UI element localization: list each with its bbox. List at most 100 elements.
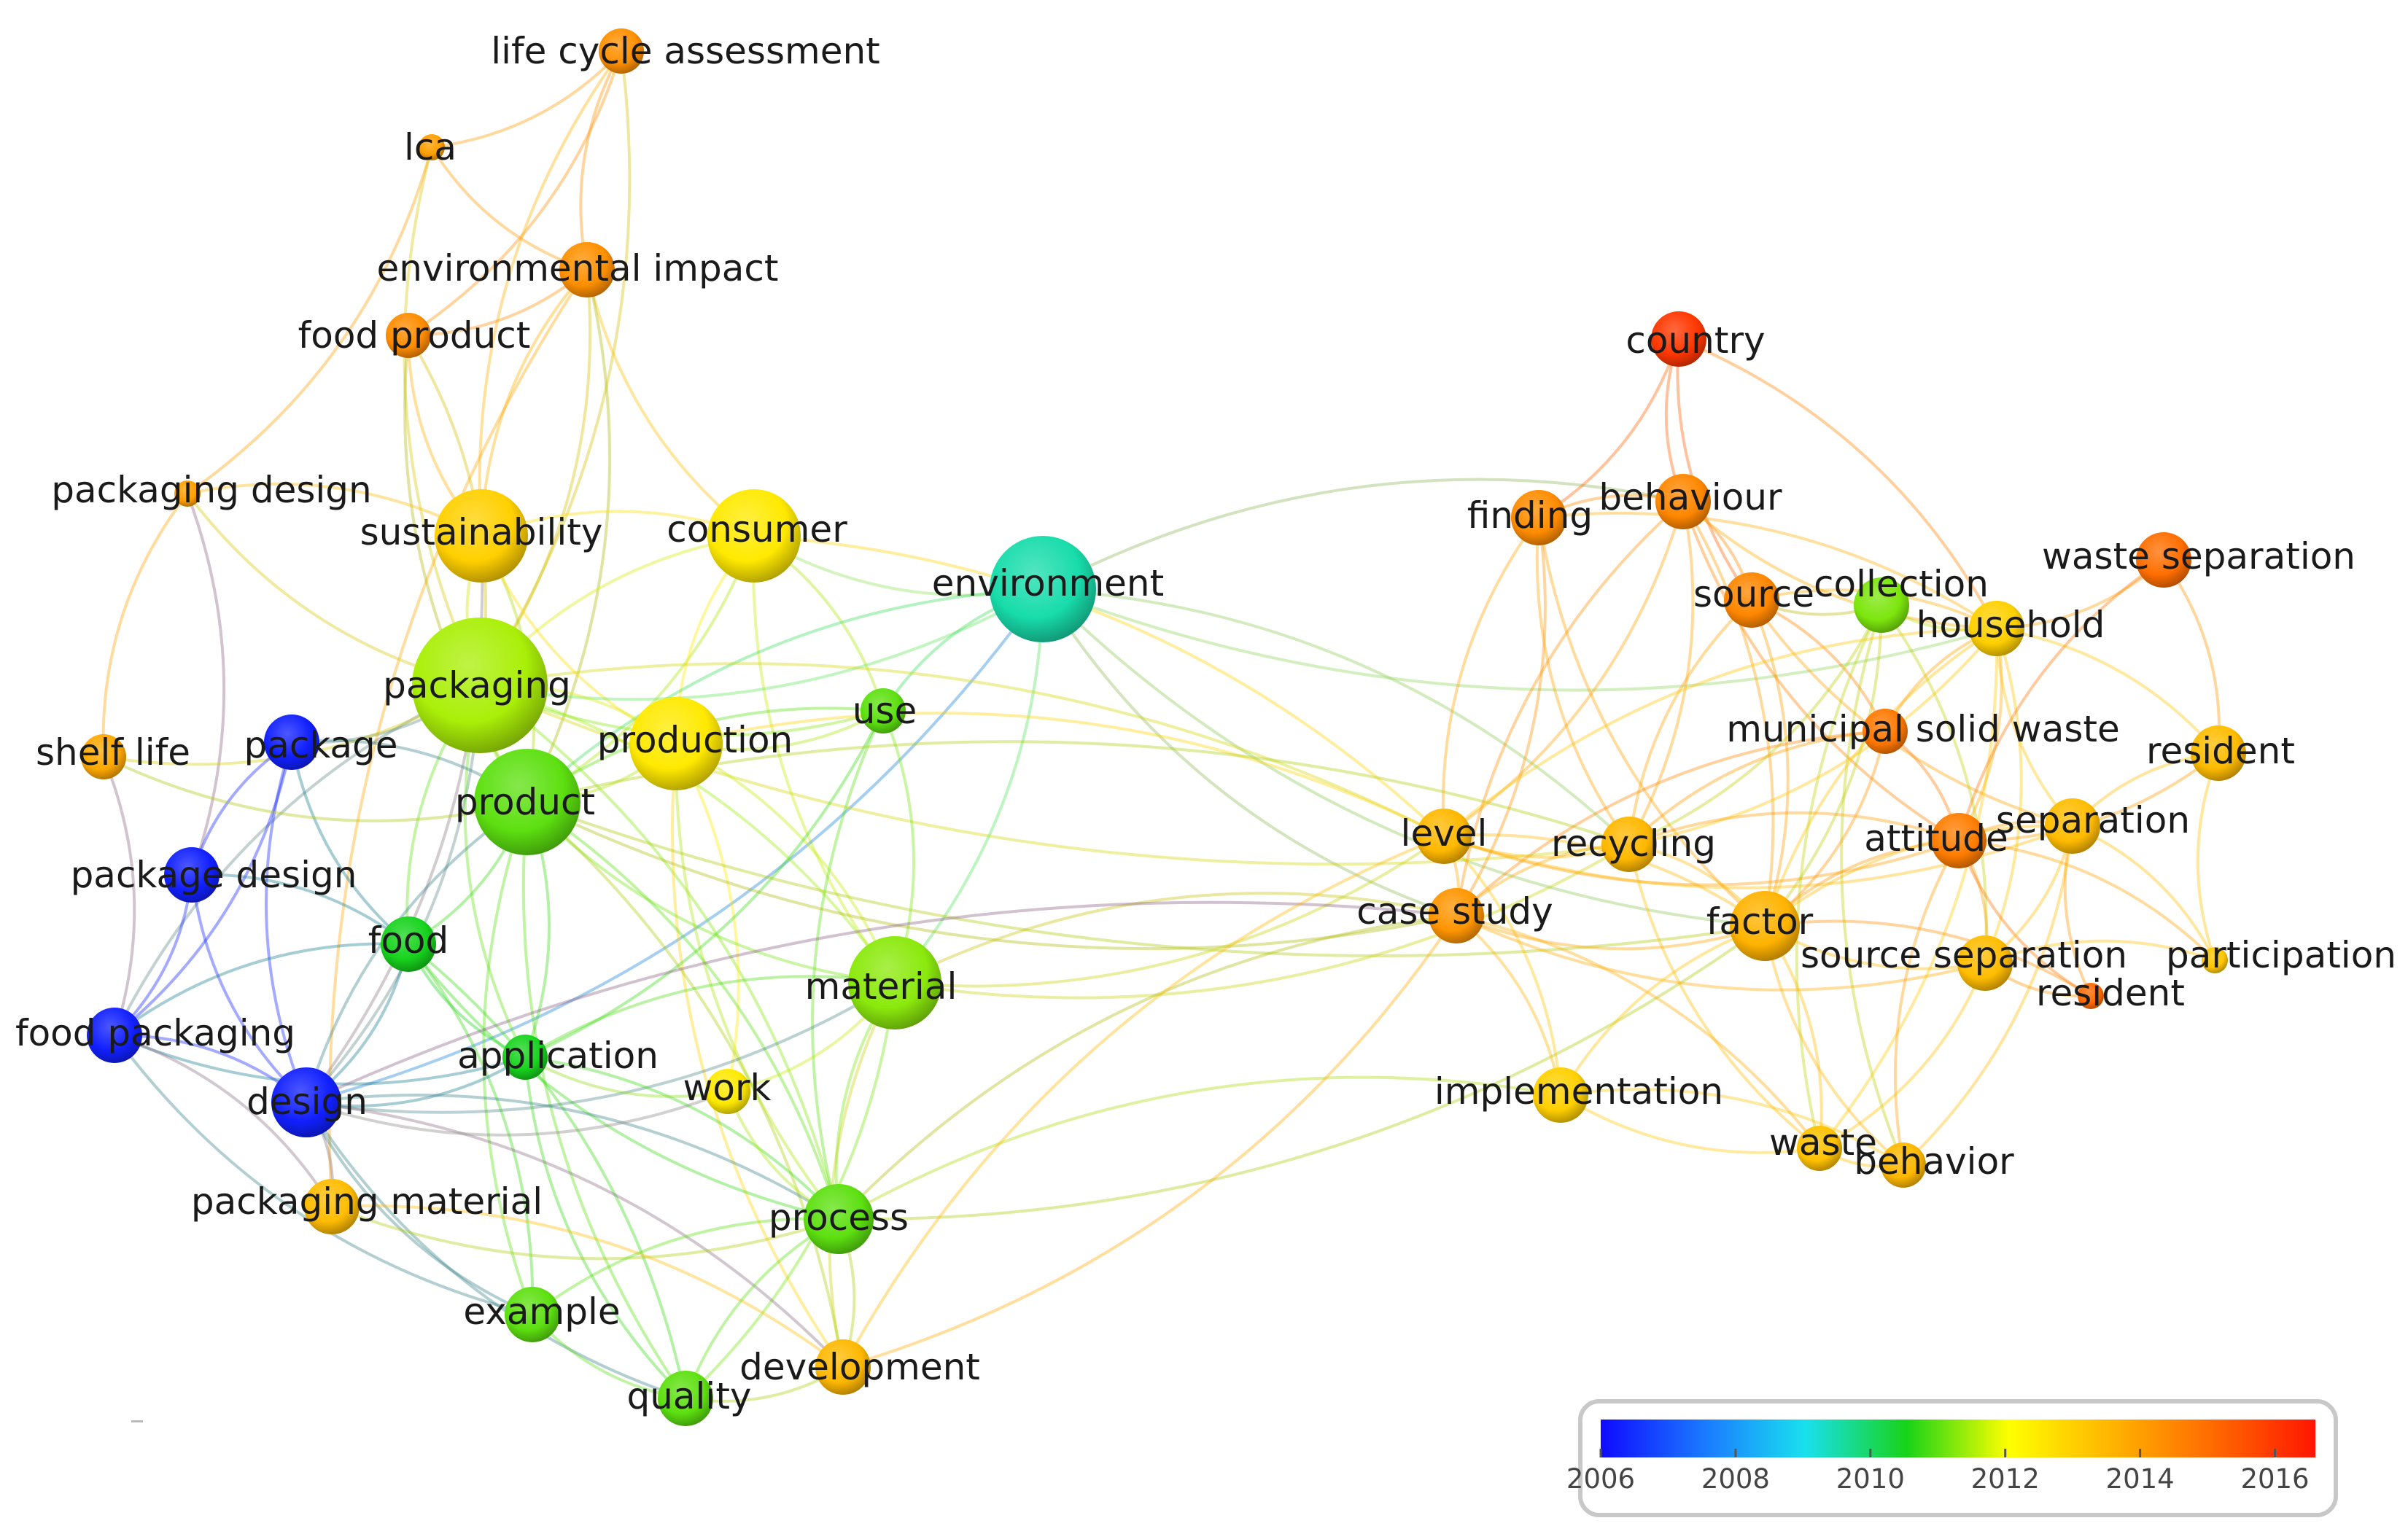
legend-tick-label-2012: 2012 xyxy=(1971,1463,2040,1495)
node-example[interactable] xyxy=(505,1287,560,1342)
link-process-example xyxy=(531,1217,839,1316)
link-household-separation xyxy=(1995,628,2074,828)
node-label-environment: environment xyxy=(932,562,1164,604)
link-design-process xyxy=(306,1094,840,1220)
link-packaging-design-package-design xyxy=(186,493,226,876)
link-package-design xyxy=(264,741,308,1103)
node-production[interactable] xyxy=(629,697,723,790)
node-quality[interactable] xyxy=(658,1371,713,1426)
link-country-household xyxy=(1678,338,1998,629)
link-shelf-life-food-packaging xyxy=(102,756,136,1036)
node-food[interactable] xyxy=(381,916,436,972)
link-material-design xyxy=(306,981,896,1114)
node-collection[interactable] xyxy=(1854,577,1909,633)
node-label-package-design: package design xyxy=(71,854,357,896)
node-resident-1[interactable] xyxy=(2191,725,2246,781)
node-work[interactable] xyxy=(705,1069,750,1114)
link-development-case-study xyxy=(842,914,1458,1368)
node-factor[interactable] xyxy=(1730,891,1800,961)
link-recycling-waste xyxy=(1628,844,1821,1150)
node-product[interactable] xyxy=(474,749,580,855)
node-use[interactable] xyxy=(861,688,906,733)
node-environment[interactable] xyxy=(990,536,1096,642)
link-process-factor xyxy=(838,924,1766,1221)
link-packaging-material-development xyxy=(331,1204,844,1368)
node-resident-2[interactable] xyxy=(2078,983,2104,1009)
node-waste[interactable] xyxy=(1797,1126,1842,1171)
node-municipal-solid-waste[interactable] xyxy=(1863,709,1908,754)
node-label-consumer: consumer xyxy=(667,508,847,550)
node-packaging-material[interactable] xyxy=(304,1179,360,1234)
node-packaging[interactable] xyxy=(412,618,548,753)
node-case-study[interactable] xyxy=(1429,888,1484,943)
link-implementation-behavior xyxy=(1560,1088,1905,1167)
node-development[interactable] xyxy=(815,1339,871,1395)
node-source-separation[interactable] xyxy=(1957,935,2013,991)
link-household-source-separation xyxy=(1984,628,2023,964)
node-process[interactable] xyxy=(804,1184,874,1254)
node-finding[interactable] xyxy=(1511,490,1566,545)
node-food-product[interactable] xyxy=(386,313,431,358)
link-attitude-participation xyxy=(1958,839,2216,962)
node-package[interactable] xyxy=(264,715,319,770)
node-application[interactable] xyxy=(502,1035,548,1080)
node-country[interactable] xyxy=(1651,311,1706,367)
link-waste-separation-attitude xyxy=(1957,558,2165,841)
link-collection-waste xyxy=(1795,604,1883,1149)
node-behavior[interactable] xyxy=(1881,1142,1926,1188)
link-household-attitude xyxy=(1957,628,2003,841)
node-label-source: source xyxy=(1693,573,1814,615)
link-product-case-study xyxy=(527,801,1457,951)
node-behaviour[interactable] xyxy=(1655,474,1711,529)
node-sustainability[interactable] xyxy=(435,489,528,583)
link-environment-design xyxy=(306,588,1044,1104)
node-participation[interactable] xyxy=(2202,947,2228,973)
link-municipal-solid-waste-case-study xyxy=(1455,730,1886,917)
link-production-development xyxy=(670,743,844,1368)
node-life-cycle-assessment[interactable] xyxy=(599,28,644,74)
node-label-waste: waste xyxy=(1769,1121,1877,1164)
link-packaging-design-shelf-life xyxy=(101,492,189,758)
node-implementation[interactable] xyxy=(1533,1067,1588,1123)
node-label-quality: quality xyxy=(626,1375,751,1417)
link-finding-household xyxy=(1538,511,1998,630)
node-recycling[interactable] xyxy=(1601,817,1657,872)
link-product-quality xyxy=(521,801,687,1400)
node-attitude[interactable] xyxy=(1931,813,1986,868)
link-product-material xyxy=(526,801,896,984)
node-separation[interactable] xyxy=(2045,798,2100,854)
link-behaviour-level xyxy=(1442,501,1685,838)
node-food-packaging[interactable] xyxy=(87,1008,142,1063)
node-shelf-life[interactable] xyxy=(81,734,126,779)
link-level-implementation xyxy=(1442,835,1562,1096)
link-development-level xyxy=(842,835,1445,1368)
link-household-resident-1 xyxy=(1996,627,2220,755)
node-label-packaging-design: packaging design xyxy=(51,469,371,511)
link-food-packaging-packaging-material xyxy=(114,1034,333,1208)
link-behaviour-attitude xyxy=(1682,501,1960,842)
node-source[interactable] xyxy=(1724,572,1779,628)
link-source-recycling xyxy=(1628,599,1753,845)
link-behaviour-recycling xyxy=(1628,501,1695,845)
link-factor-implementation xyxy=(1559,924,1766,1097)
link-production-process xyxy=(674,743,840,1220)
node-package-design[interactable] xyxy=(164,847,220,903)
link-food-process xyxy=(407,943,839,1220)
node-material[interactable] xyxy=(848,936,941,1029)
node-design[interactable] xyxy=(271,1067,341,1137)
node-label-food-packaging: food packaging xyxy=(15,1012,295,1054)
node-environmental-impact[interactable] xyxy=(559,242,615,297)
node-packaging-design[interactable] xyxy=(174,480,201,507)
link-material-case-study xyxy=(894,892,1457,984)
link-food-quality xyxy=(407,943,687,1399)
node-waste-separation[interactable] xyxy=(2136,532,2191,588)
node-consumer[interactable] xyxy=(707,489,801,583)
link-application-quality xyxy=(524,1056,687,1400)
link-process-implementation xyxy=(838,1075,1561,1220)
node-level[interactable] xyxy=(1416,809,1472,864)
node-household[interactable] xyxy=(1969,601,2024,656)
node-lca[interactable] xyxy=(419,134,445,160)
node-label-package: package xyxy=(244,724,397,766)
